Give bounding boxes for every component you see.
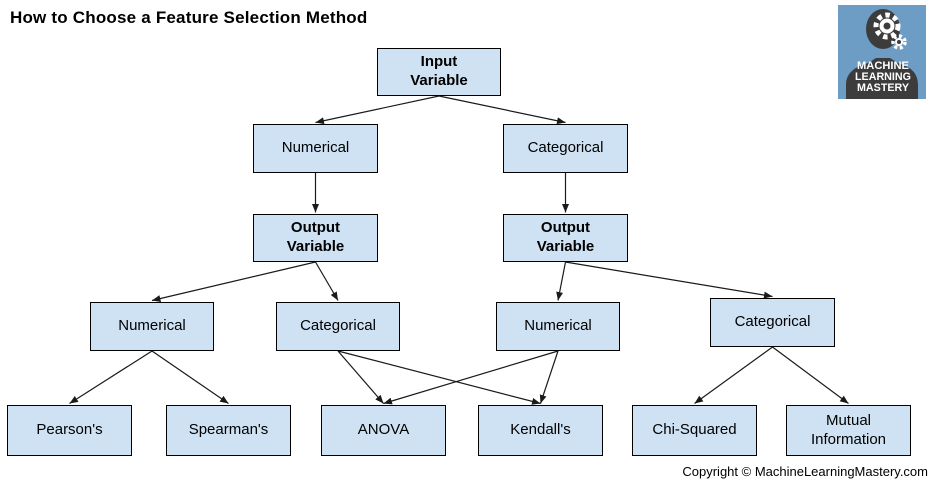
page-title: How to Choose a Feature Selection Method [10,8,368,27]
edge-output-variable-right-to-categorical-out-right [565,261,773,299]
edge-numerical-out-right-to-anova [383,350,559,405]
edge-categorical-out-left-to-anova [337,350,384,404]
machine-learning-mastery-logo: MACHINE LEARNING MASTERY [838,5,926,99]
edge-categorical-out-left-to-kendalls [337,350,541,405]
copyright-text: Copyright © MachineLearningMastery.com [682,464,928,479]
edge-categorical-out-right-to-mutual-information [772,346,849,404]
edge-output-variable-left-to-numerical-out-left [151,261,316,302]
edge-numerical-out-left-to-pearsons [69,350,153,405]
logo-text-line2: LEARNING [855,71,911,83]
edge-categorical-out-right-to-chi-squared [694,346,773,404]
gears-icon [873,12,907,50]
logo-text-line1: MACHINE [857,60,909,72]
edge-input-variable-to-numerical-input [315,95,440,125]
edge-numerical-out-right-to-kendalls [539,350,559,404]
edge-input-variable-to-categorical-input [438,95,566,125]
edge-numerical-out-left-to-spearmans [151,350,229,404]
logo-text-line3: MASTERY [857,82,910,94]
edge-output-variable-left-to-categorical-out-left [314,261,339,301]
edge-output-variable-right-to-numerical-out-right [556,261,567,301]
